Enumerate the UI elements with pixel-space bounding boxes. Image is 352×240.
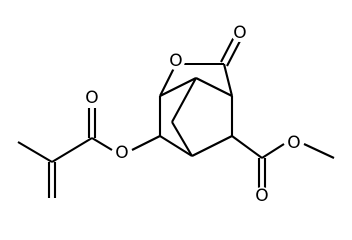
methacrylate-carbonyl-oxygen-label: O — [85, 88, 98, 108]
atom-methyl-ester-link-oxygen: O — [285, 133, 303, 153]
atom-lactone-carbonyl-oxygen: O — [231, 23, 249, 43]
bond-acyl-c-to-alkene-c — [51, 137, 93, 163]
bond-layer — [17, 36, 335, 198]
atom-layer: O O O O O O — [83, 23, 303, 206]
atom-lactone-ring-oxygen: O — [167, 51, 185, 71]
bond-bottom-to-bridge — [171, 121, 193, 157]
lactone-carbonyl-oxygen-label: O — [233, 23, 246, 43]
lactone-ring-oxygen-label: O — [169, 51, 182, 71]
bond-lactone-carbonyl-double-b — [226, 40, 241, 67]
atom-methyl-ester-carbonyl-oxygen: O — [253, 186, 271, 206]
molecule-drawing: O O O O O O — [17, 23, 335, 206]
atom-methacrylate-carbonyl-oxygen: O — [83, 88, 101, 108]
chemical-structure-diagram: O O O O O O — [17, 23, 335, 206]
bond-apex-to-bridgehead — [195, 77, 233, 97]
methyl-ester-link-oxygen-label: O — [287, 133, 300, 153]
bond-ester-c-to-o — [261, 143, 285, 159]
bond-c-oester-to-o — [131, 135, 161, 151]
bond-o-to-acyl-c — [91, 137, 113, 151]
bond-bridge-to-apex — [171, 77, 197, 123]
bond-o-to-methyl — [303, 143, 335, 159]
bond-c-ester-to-ester-c — [231, 135, 263, 159]
bond-c1-to-apex — [159, 77, 197, 97]
bond-c-oester-to-c-bottom — [159, 135, 193, 157]
bond-alkene-c-to-methyl — [17, 141, 53, 163]
bond-lactone-carbonyl-double-a — [220, 36, 235, 63]
bond-c-bottom-to-c-ester — [191, 135, 233, 157]
ester-link-oxygen-label: O — [115, 143, 128, 163]
bond-carbonyl-c-to-bridgehead — [222, 63, 234, 97]
methyl-ester-carbonyl-oxygen-label: O — [255, 186, 268, 206]
atom-ester-link-oxygen: O — [113, 143, 131, 163]
